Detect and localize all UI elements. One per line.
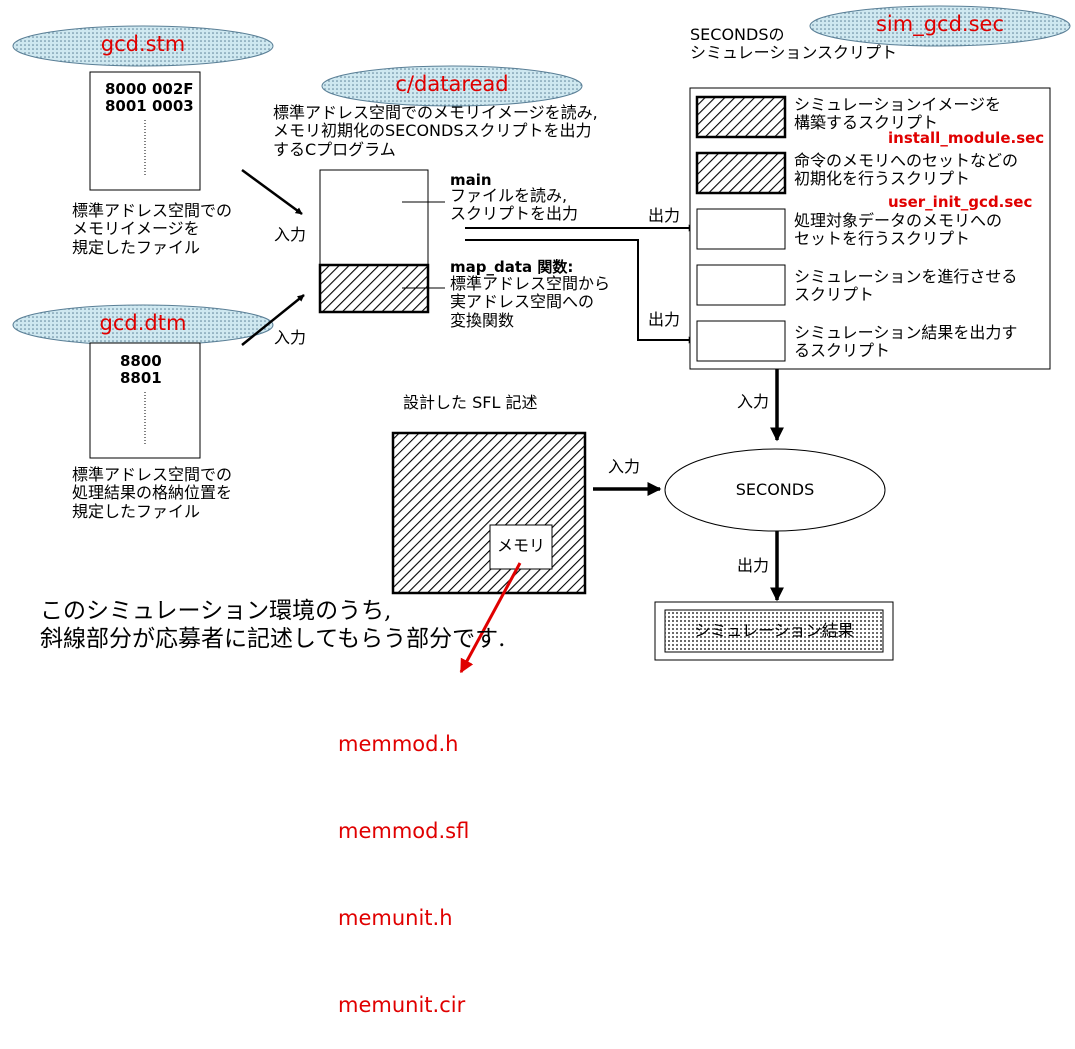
main-desc: ファイルを読み, スクリプトを出力 — [450, 186, 579, 224]
script-text-4: シミュレーションを進行させる スクリプト — [794, 267, 1018, 305]
output-label-3: 出力 — [737, 556, 770, 575]
script-file-2: user_init_gcd.sec — [888, 193, 1033, 211]
input-label-3: 入力 — [737, 392, 770, 411]
file-memunit-cir: memunit.cir — [338, 993, 466, 1017]
seconds-ellipse — [664, 448, 886, 532]
tag-c-dataread: c/dataread — [395, 72, 509, 96]
input-label-2: 入力 — [274, 328, 307, 347]
input-label-4: 入力 — [608, 457, 641, 476]
stm-file-box — [89, 71, 201, 191]
result-box-inner — [664, 609, 884, 653]
script-box-1 — [695, 95, 787, 139]
arrow-output-2 — [465, 239, 696, 344]
script-file-1: install_module.sec — [888, 129, 1045, 147]
mapdata-desc: 標準アドレス空間から 実アドレス空間への 変換関数 — [450, 274, 611, 330]
tag-c-dataread-shape — [321, 65, 583, 107]
tag-gcd-stm: gcd.stm — [100, 32, 186, 56]
output-label-2: 出力 — [648, 310, 681, 329]
script-text-1: シミュレーションイメージを 構築するスクリプト — [794, 95, 1002, 133]
output-label-1: 出力 — [648, 206, 681, 225]
sfl-box — [391, 431, 587, 595]
tag-gcd-stm-shape — [12, 25, 274, 67]
result-label: シミュレーション結果 — [694, 621, 854, 640]
script-text-3: 処理対象データのメモリへの セットを行うスクリプト — [794, 211, 1003, 249]
files-list: memmod.h memmod.sfl memunit.h memunit.ci… — [338, 672, 469, 1049]
diagram-canvas — [12, 5, 1071, 674]
seconds-label: SECONDS — [735, 480, 815, 499]
main-label: main — [450, 171, 492, 189]
file-memmod-sfl: memmod.sfl — [338, 819, 470, 843]
tag-sim-gcd-sec-shape — [809, 5, 1071, 47]
stm-caption: 標準アドレス空間での メモリイメージを 規定したファイル — [72, 201, 233, 257]
mapdata-label: map_data 関数: — [450, 258, 574, 276]
arrow-dtm-to-program — [241, 294, 305, 346]
tag-sim-gcd-sec: sim_gcd.sec — [875, 12, 1005, 36]
script-box-3 — [696, 208, 786, 250]
stm-line-1: 8000 002F — [105, 80, 194, 98]
arrow-memory-to-files — [459, 562, 522, 674]
file-memmod-h: memmod.h — [338, 732, 459, 756]
script-box-4 — [696, 264, 786, 306]
memory-box — [489, 524, 553, 570]
file-memunit-h: memunit.h — [338, 906, 453, 930]
memory-label: メモリ — [497, 536, 546, 555]
script-text-5: シミュレーション結果を出力す るスクリプト — [794, 323, 1018, 361]
script-box-2 — [695, 151, 787, 195]
script-box-5 — [696, 320, 786, 362]
seconds-title: SECONDSの シミュレーションスクリプト — [690, 25, 898, 63]
dtm-file-box — [89, 342, 201, 459]
dataread-desc: 標準アドレス空間でのメモリイメージを読み, メモリ初期化のSECONDSスクリプ… — [273, 103, 598, 159]
note-text: このシミュレーション環境のうち, 斜線部分が応募者に記述してもらう部分です. — [40, 598, 506, 652]
dtm-line-2: 8801 — [120, 369, 162, 387]
stm-line-2: 8001 0003 — [105, 97, 194, 115]
script-text-2: 命令のメモリへのセットなどの 初期化を行うスクリプト — [794, 151, 1019, 189]
dtm-line-1: 8800 — [120, 352, 162, 370]
arrow-stm-to-program — [241, 168, 303, 216]
tag-gcd-dtm: gcd.dtm — [99, 311, 187, 335]
dtm-caption: 標準アドレス空間での 処理結果の格納位置を 規定したファイル — [72, 465, 233, 521]
sfl-title: 設計した SFL 記述 — [403, 393, 538, 412]
input-label-1: 入力 — [274, 225, 307, 244]
